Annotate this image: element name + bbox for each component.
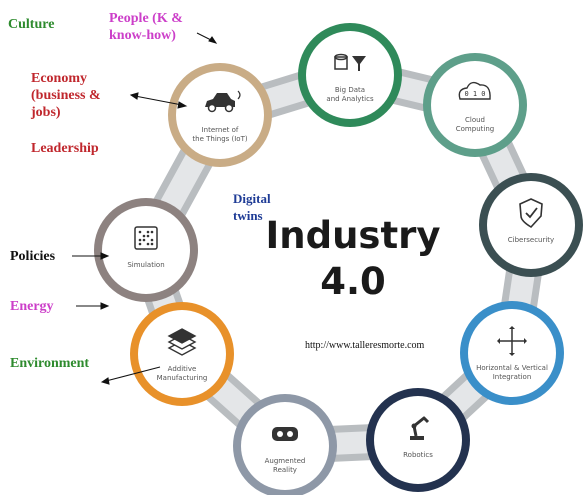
grid-dot [138,230,142,234]
energy-arrowhead [100,302,110,310]
node-face [487,181,575,269]
grid-dot [150,230,154,234]
funnel-icon [352,56,366,71]
arrowhead-glyph [509,326,515,329]
policies-label: Policies [10,249,56,264]
grid-dot [138,238,142,242]
layers-icon [167,328,197,344]
robot-arm-icon [410,436,424,440]
source-url: http://www.talleresmorte.com [305,340,425,351]
economy-arrow [134,95,183,106]
environment-arrowhead [100,377,110,385]
node-label-line-1: Internet of [202,126,239,134]
signal-wave [237,90,241,100]
node-label-line-2: Reality [273,466,297,474]
node-label-line-1: Horizontal & Vertical [476,364,548,372]
arrowhead-glyph [509,353,515,356]
people-arrowhead [208,36,218,44]
robot-arm-segment [412,416,430,437]
node-face [176,71,264,159]
energy-label: Energy [10,299,54,314]
title-line-2: 4.0 [320,260,386,303]
node-cibersecurity: Cibersecurity [479,173,583,277]
title-line-1: Industry [265,214,441,257]
culture-label: Culture [8,17,55,32]
dot-grid-icon [134,226,158,250]
node-face [241,402,329,490]
car-icon [205,93,235,107]
node-label-line-2: the Things (IoT) [192,135,247,143]
grid-dot [146,234,150,238]
grid-dot [150,242,154,246]
node-label-line-2: Integration [493,373,532,381]
node-label-line-1: Augmented [265,457,306,465]
node-label-line-1: Additive [168,365,197,373]
binary-glyph: 0 1 0 [464,90,485,98]
vr-lens [287,431,293,437]
node-label-line-1: Cloud [465,116,485,124]
car-wheel [224,103,234,113]
node-face [102,206,190,294]
vr-lens [277,431,283,437]
database-icon [334,56,348,70]
node-face [306,31,394,119]
node-face [431,61,519,149]
shield-check-icon [519,198,543,229]
economy-arrowhead-right [177,101,188,109]
node-label-line-2: and Analytics [326,95,374,103]
vr-headset-icon [272,427,298,441]
arrowhead-glyph [497,338,500,344]
grid-dot [146,242,150,246]
connector-arrows [72,32,218,385]
grid-dot [138,242,142,246]
node-label-line-1: Cibersecurity [508,236,554,244]
car-wheel [207,103,217,113]
economy-label: Economy (business & jobs) [31,71,101,120]
economy-arrowhead-left [129,92,139,100]
grid-dot [142,234,146,238]
node-robotics: Robotics [366,388,470,492]
node-label-line-1: Big Data [335,86,365,94]
grid-dot [146,230,150,234]
arrowhead-glyph [524,338,527,344]
page-title: Industry 4.0 [258,213,448,305]
grid-dot [150,238,154,242]
policies-arrowhead [100,252,110,260]
node-label-line-1: Robotics [403,451,433,459]
robot-joint [411,423,417,429]
node-simulation: Simulation [94,198,198,302]
environment-label: Environment [10,356,90,371]
node-label-line-1: Simulation [127,261,164,269]
grid-dot [142,238,146,242]
people-label: People (K & know-how) [109,11,183,43]
cloud-binary-icon [458,81,491,100]
environment-arrow [105,366,161,382]
leadership-label: Leadership [31,141,99,156]
node-label-line-2: Computing [456,125,494,133]
digital-twins-label: Digital twins [233,191,271,223]
check-mark [525,207,538,219]
node-label-line-2: Manufacturing [157,374,208,382]
